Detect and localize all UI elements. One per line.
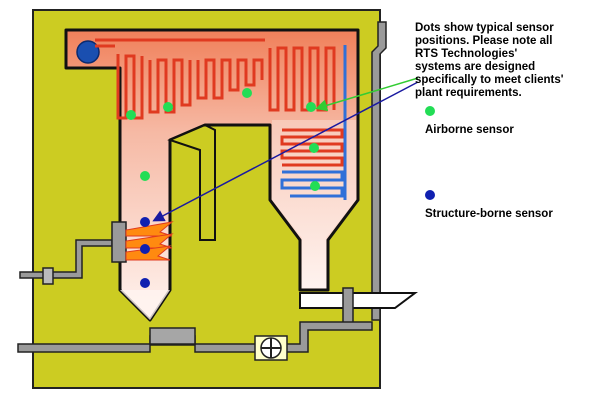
note-line: Dots show typical sensor <box>415 22 554 34</box>
airborne-sensor <box>126 110 136 120</box>
airborne-sensor <box>309 143 319 153</box>
sensor-note: Dots show typical sensor positions. Plea… <box>415 22 600 100</box>
legend-structure-dot <box>425 190 435 200</box>
note-line: systems are designed <box>415 61 536 73</box>
ash-hopper <box>120 290 170 320</box>
outlet-duct <box>299 292 418 309</box>
airborne-sensor <box>242 88 252 98</box>
note-line: specifically to meet clients' <box>415 74 564 86</box>
structure-sensors <box>140 217 150 288</box>
burner-windbox <box>111 221 127 263</box>
burner-flange <box>42 267 54 285</box>
economizer-tubes <box>280 170 344 198</box>
airborne-sensors <box>126 88 320 191</box>
structure-sensor <box>140 278 150 288</box>
structure-sensor <box>140 217 150 227</box>
second-pass <box>272 120 356 288</box>
furnace-nose <box>167 123 216 241</box>
ash-tray <box>149 327 196 345</box>
legend-structure-label: Structure-borne sensor <box>425 208 553 220</box>
legend-airborne-label: Airborne sensor <box>425 124 514 136</box>
airborne-sensor <box>140 171 150 181</box>
note-line: positions. Please note all <box>415 35 553 47</box>
stack-duct <box>371 21 387 321</box>
pointer-green <box>315 77 419 112</box>
fan-icon <box>260 337 282 359</box>
airborne-sensor <box>310 181 320 191</box>
superheater-tubes <box>95 38 336 120</box>
note-line: plant requirements. <box>415 87 522 99</box>
drum-icon <box>76 40 100 64</box>
pointer-blue <box>152 81 419 222</box>
reheater-tubes <box>280 128 344 167</box>
structure-sensor <box>140 244 150 254</box>
airborne-sensor <box>163 102 173 112</box>
note-line: RTS Technologies' <box>415 48 518 60</box>
outlet-damper <box>342 287 354 325</box>
legend-airborne-dot <box>425 106 435 116</box>
airborne-sensor <box>306 102 316 112</box>
